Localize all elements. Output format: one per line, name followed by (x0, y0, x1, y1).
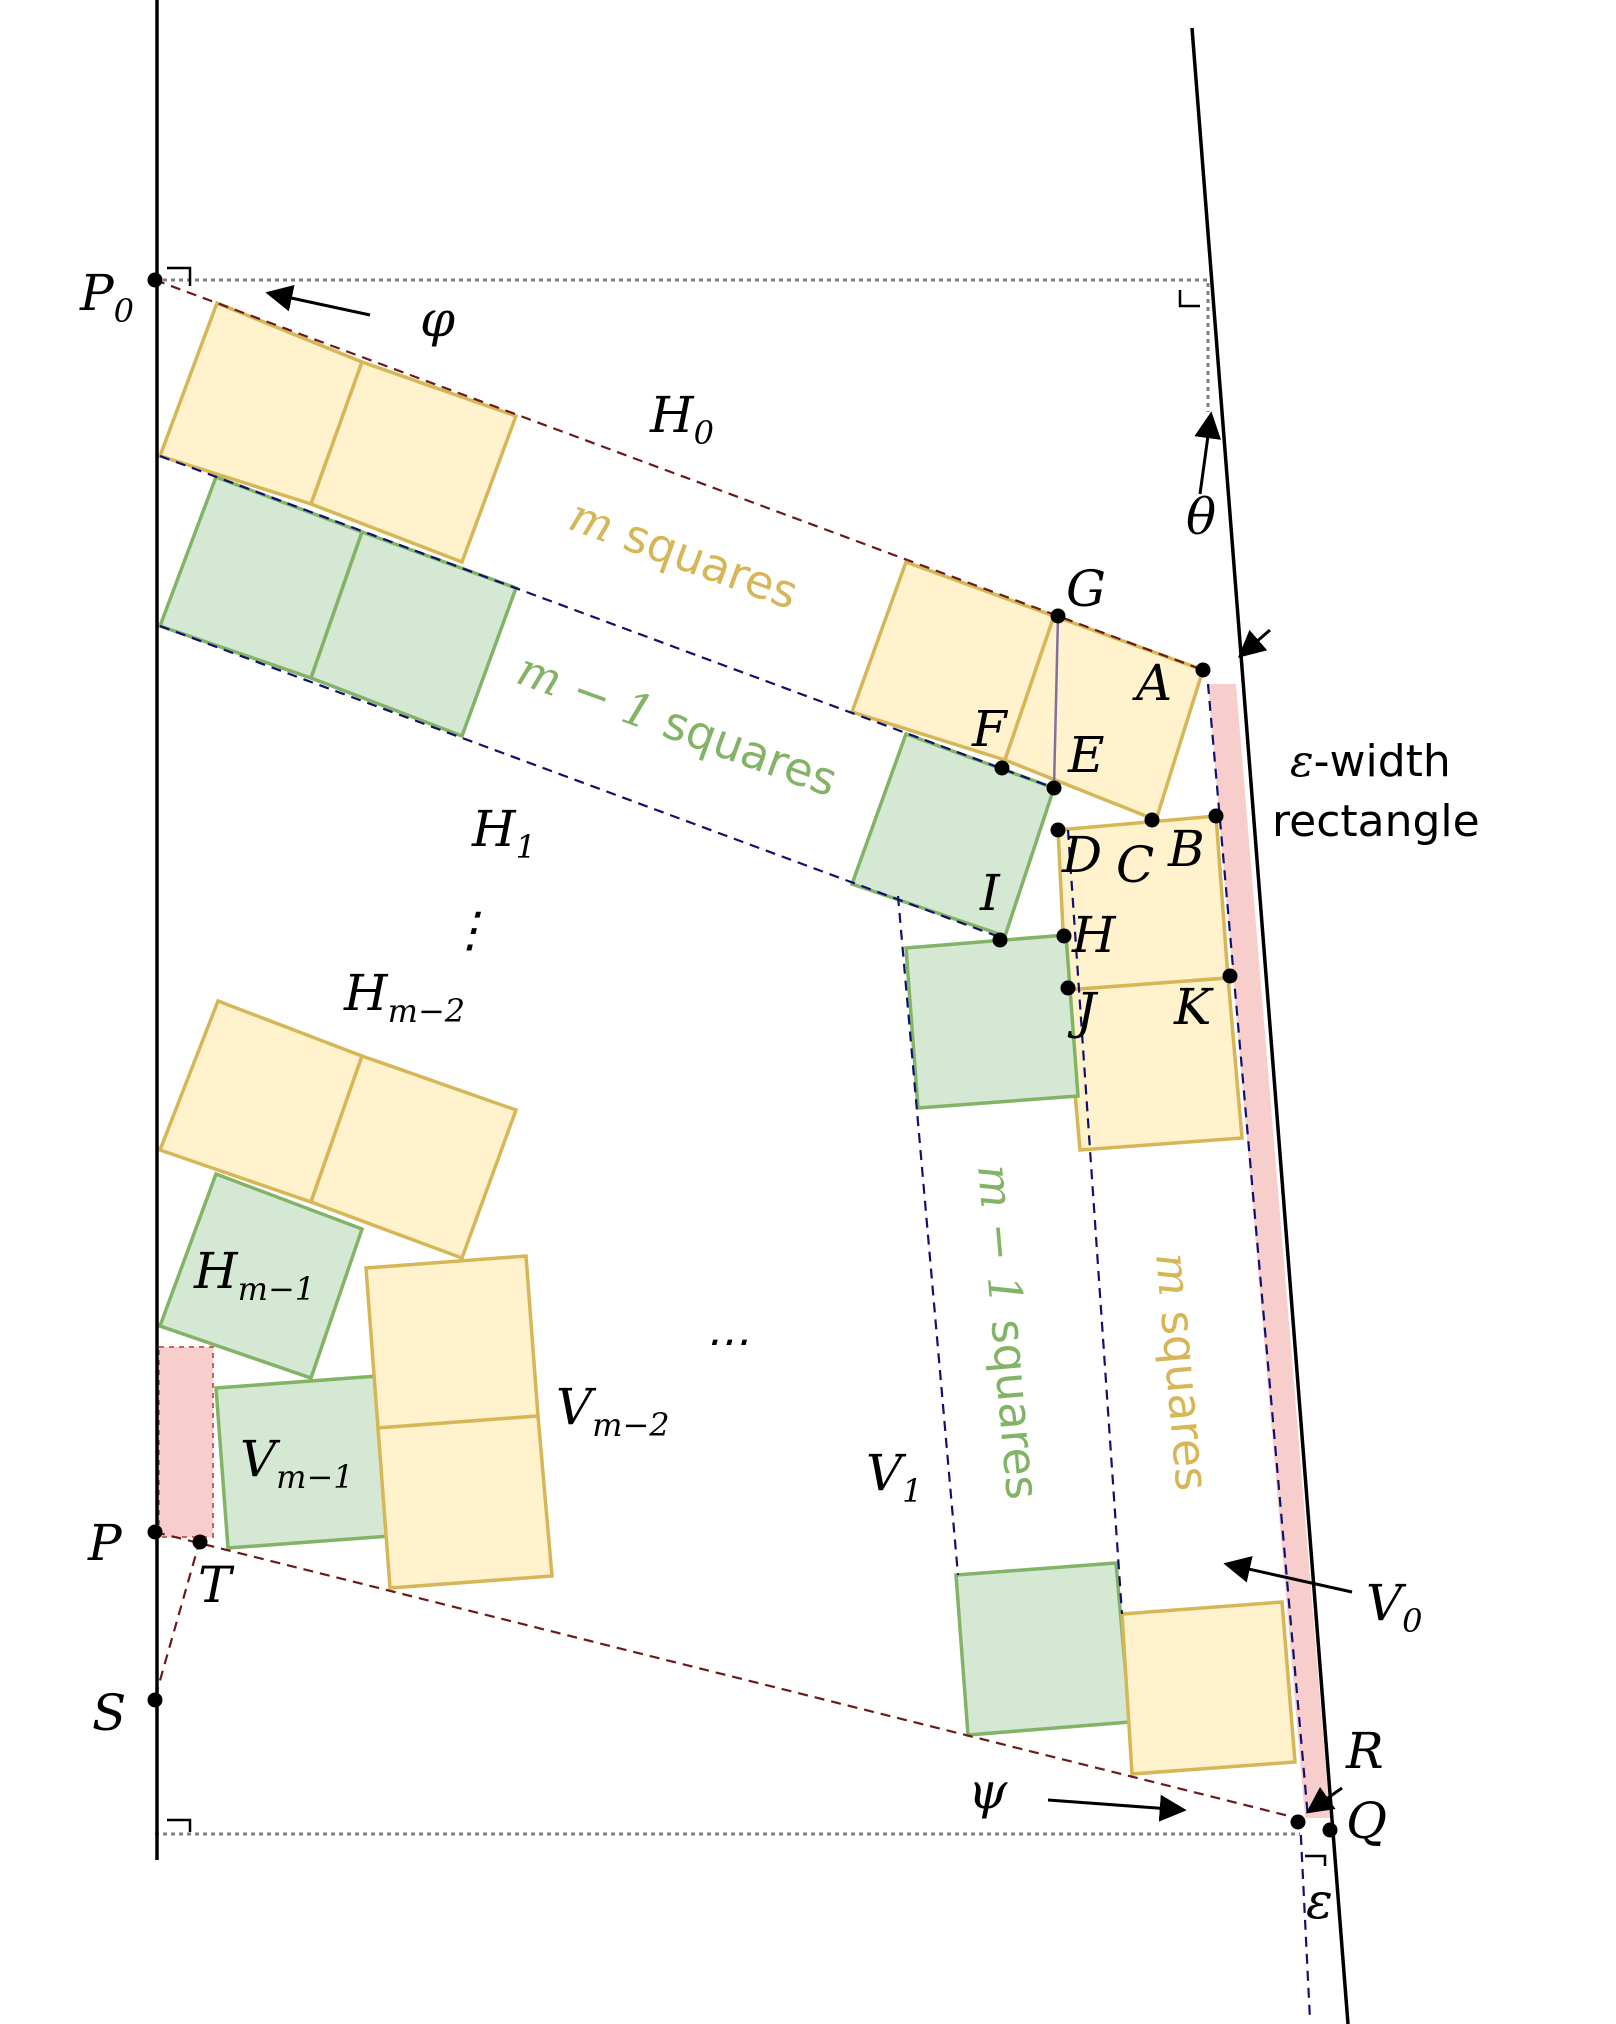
label-h1: H1 (471, 800, 536, 866)
label-v1: V1 (866, 1444, 922, 1510)
label-t: T (198, 1556, 235, 1614)
point-d (1050, 822, 1066, 838)
theta-arrow (1194, 411, 1222, 495)
label-m1-squares-top: m − 1 squares (510, 642, 844, 808)
epsilon-bracket (1305, 1854, 1327, 1866)
psi-dashed (154, 1530, 1298, 1820)
epsilon-width-arrow (1237, 628, 1271, 658)
point-j (1060, 980, 1076, 996)
vm2-yellow-squares (364, 1254, 554, 1590)
label-q: Q (1346, 1792, 1387, 1850)
st-dashed (153, 1539, 202, 1699)
label-s: S (92, 1684, 126, 1742)
label-h0: H0 (649, 386, 714, 452)
epsilon-rectangle-right (1208, 684, 1330, 1818)
point-p0 (147, 272, 163, 288)
point-f (994, 760, 1010, 776)
v0-right-dashed (1206, 683, 1310, 1819)
label-m1-squares-vertical: m − 1 squares (967, 1162, 1050, 1501)
point-t (192, 1534, 208, 1550)
point-i (992, 932, 1008, 948)
label-c: C (1116, 836, 1154, 894)
point-c (1144, 812, 1160, 828)
point-e (1046, 780, 1062, 796)
v1-right-dashed (1066, 829, 1124, 1615)
label-p: P (87, 1514, 123, 1572)
label-rectangle: rectangle (1272, 796, 1480, 847)
label-h: H (1071, 906, 1117, 964)
label-m-squares-vertical: m squares (1145, 1250, 1220, 1493)
point-b (1208, 808, 1224, 824)
label-i: I (979, 864, 1001, 922)
point-k (1222, 968, 1238, 984)
v1-left-dashed (896, 895, 960, 1576)
label-phi: φ (420, 290, 455, 348)
point-p (147, 1524, 163, 1540)
point-s (147, 1692, 163, 1708)
r-arrow (1305, 1786, 1343, 1814)
label-vm1: Vm−1 (240, 1430, 354, 1496)
ge-segment (1052, 615, 1060, 789)
v0-yellow-square-bottom (1120, 1600, 1297, 1776)
label-d: D (1061, 826, 1102, 884)
h0-green-squares (157, 474, 1057, 939)
h0-yellow-squares (157, 300, 1206, 823)
label-e: E (1067, 726, 1105, 784)
point-r (1290, 1814, 1306, 1830)
label-p0: P0 (79, 264, 134, 330)
point-g (1050, 608, 1066, 624)
psi-arrow (1047, 1794, 1187, 1822)
points (147, 272, 1338, 1838)
label-hm2: Hm−2 (343, 964, 465, 1030)
label-r: R (1345, 1722, 1384, 1780)
hm1-green-square (157, 1171, 365, 1381)
label-theta: θ (1186, 488, 1216, 546)
label-epsilon: ε (1306, 1872, 1333, 1930)
hm2-yellow-squares (157, 998, 519, 1261)
label-v0: V0 (1366, 1574, 1422, 1640)
label-f: F (971, 700, 1009, 758)
h1-dashed (159, 624, 1003, 940)
label-hm1: Hm−1 (193, 1242, 315, 1308)
right-angle-mark-bottom (167, 1818, 192, 1832)
h0-mid-dashed (159, 454, 1055, 790)
phi-arrow (265, 284, 371, 317)
label-k: K (1173, 978, 1214, 1036)
horizontal-dots: ⋯ (704, 1316, 748, 1367)
epsilon-rectangle-left-outline (158, 1346, 214, 1538)
right-angle-mark-p0 (167, 266, 192, 286)
point-h (1056, 928, 1072, 944)
point-a (1195, 662, 1211, 678)
label-b: B (1167, 820, 1205, 878)
right-angle-mark-top-right (1178, 290, 1200, 308)
label-psi: ψ (968, 1762, 1008, 1820)
vertical-dots: ⋮ (446, 902, 494, 958)
label-epsilon-width: ε-width (1290, 736, 1451, 787)
epsilon-rectangle-left (159, 1347, 213, 1537)
label-vm2: Vm−2 (556, 1378, 670, 1444)
v0-arrow (1223, 1556, 1353, 1594)
v1-green-square-bottom (954, 1561, 1132, 1737)
label-a: A (1132, 654, 1172, 712)
label-g: G (1066, 560, 1106, 618)
right-boundary-line (1190, 27, 1350, 2024)
point-q (1322, 1822, 1338, 1838)
